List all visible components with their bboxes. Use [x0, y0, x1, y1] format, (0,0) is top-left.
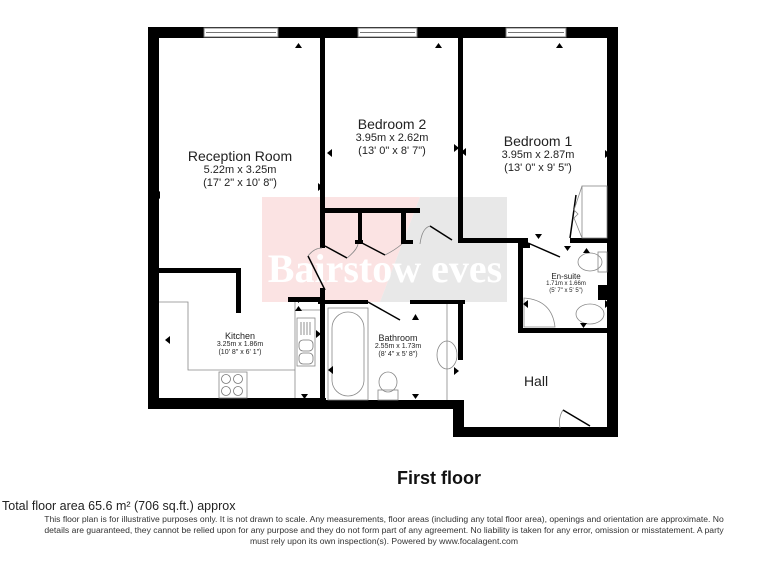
room-name: Bedroom 2: [357, 116, 427, 132]
room-imperial: (17' 2" x 10' 8"): [203, 176, 277, 189]
room-name: Hall: [523, 373, 549, 389]
room-metric: 3.95m x 2.62m: [355, 132, 429, 145]
disclaimer: This floor plan is for illustrative purp…: [0, 514, 768, 547]
svg-text:Bairstow eves: Bairstow eves: [268, 246, 502, 291]
floor-title: First floor: [397, 468, 481, 488]
room-name: En-suite: [551, 272, 581, 281]
room-name: Reception Room: [187, 148, 293, 164]
room-imperial: (8' 4" x 5' 8"): [378, 351, 418, 359]
dimension-markers: [155, 43, 610, 399]
room-name: Kitchen: [224, 331, 256, 341]
doors: [307, 194, 591, 427]
room-label-hall: Hall: [506, 373, 566, 389]
room-imperial: (13' 0" x 9' 5"): [504, 161, 572, 174]
room-label-reception: Reception Room 5.22m x 3.25m (17' 2" x 1…: [170, 148, 310, 189]
disclaimer-line: details are guaranteed, they cannot be r…: [44, 525, 724, 535]
room-label-kitchen: Kitchen 3.25m x 1.86m (10' 8" x 6' 1"): [200, 331, 280, 357]
room-label-bathroom: Bathroom 2.55m x 1.73m (8' 4" x 5' 8"): [368, 333, 428, 359]
disclaimer-line: This floor plan is for illustrative purp…: [44, 514, 724, 524]
room-metric: 5.22m x 3.25m: [203, 164, 277, 177]
room-metric: 2.55m x 1.73m: [374, 343, 422, 351]
windows: [203, 27, 567, 38]
room-metric: 3.95m x 2.87m: [501, 149, 575, 162]
disclaimer-line: must rely upon its own inspection(s). Po…: [250, 536, 518, 546]
room-imperial: (10' 8" x 6' 1"): [218, 349, 262, 357]
room-label-bedroom-1: Bedroom 1 3.95m x 2.87m (13' 0" x 9' 5"): [478, 133, 598, 174]
room-name: Bathroom: [378, 333, 418, 343]
room-label-en-suite: En-suite 1.71m x 1.66m (5' 7" x 5' 5"): [536, 272, 596, 295]
room-label-bedroom-2: Bedroom 2 3.95m x 2.62m (13' 0" x 8' 7"): [332, 116, 452, 157]
total-floor-area: Total floor area 65.6 m² (706 sq.ft.) ap…: [2, 499, 236, 513]
room-metric: 3.25m x 1.86m: [216, 341, 264, 349]
room-imperial: (5' 7" x 5' 5"): [549, 288, 583, 295]
room-metric: 1.71m x 1.66m: [546, 281, 586, 288]
watermark: Bairstow eves: [262, 197, 507, 302]
room-name: Bedroom 1: [503, 133, 573, 149]
room-imperial: (13' 0" x 8' 7"): [358, 144, 426, 157]
floor-plan-drawing: Bairstow eves: [148, 27, 618, 437]
